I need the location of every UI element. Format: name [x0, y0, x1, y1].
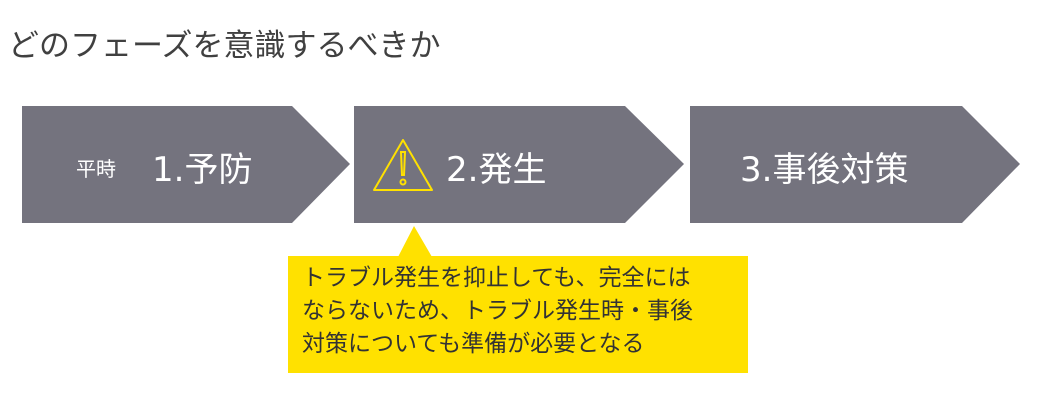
phase-2-label: 2.発生 — [446, 150, 547, 190]
phase-arrow-aftermath — [690, 106, 1020, 223]
warning-icon — [373, 139, 433, 191]
phase-3-label: 3.事後対策 — [740, 150, 909, 190]
phase-arrow-prevention — [22, 106, 350, 223]
callout-line: トラブル発生を抑止しても、完全には — [302, 265, 691, 291]
phase-arrow-occurrence — [354, 106, 684, 223]
callout-text: トラブル発生を抑止しても、完全には ならないため、トラブル発生時・事後 対策につ… — [302, 262, 742, 361]
callout-pointer — [398, 226, 432, 257]
phase-1-prefix: 平時 — [76, 157, 116, 181]
callout-line: ならないため、トラブル発生時・事後 — [302, 298, 693, 324]
callout-line: 対策についても準備が必要となる — [302, 331, 645, 357]
callout-box — [288, 256, 748, 373]
slide-title: どのフェーズを意識するべきか — [8, 28, 441, 64]
phase-1-label: 1.予防 — [152, 150, 253, 190]
